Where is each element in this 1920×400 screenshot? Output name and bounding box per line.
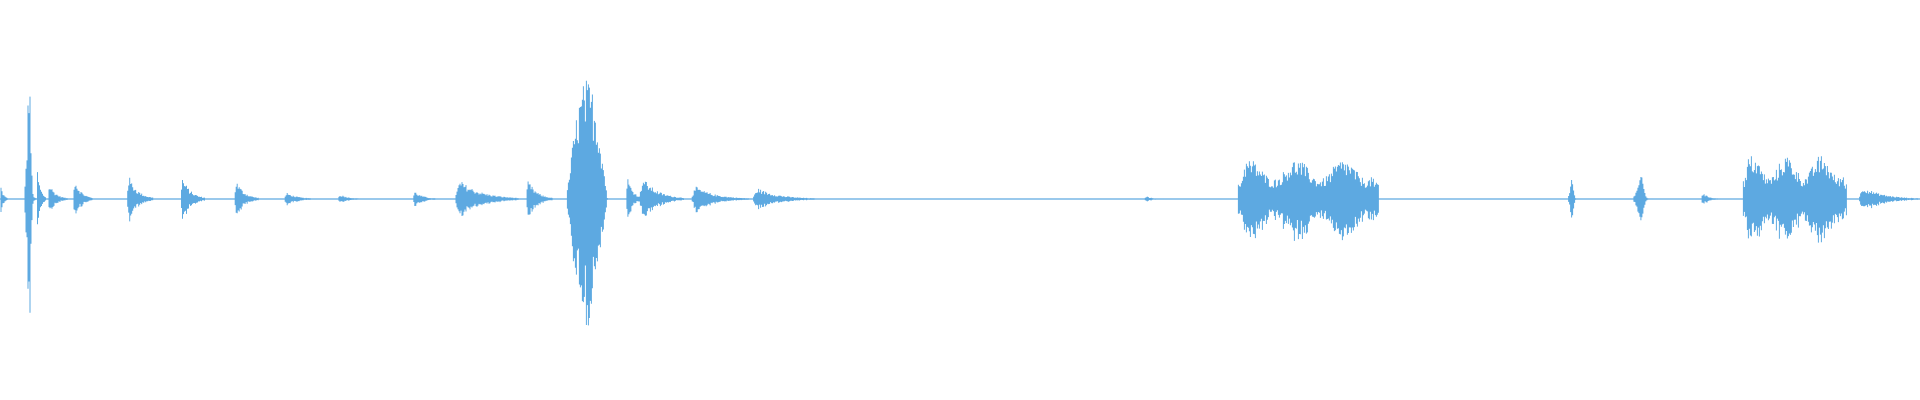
- waveform-burst: [338, 195, 365, 202]
- waveform-segment: [37, 172, 46, 225]
- waveform-burst: [1144, 196, 1164, 202]
- waveform-segment: [24, 96, 37, 313]
- waveform-segment: [1701, 194, 1721, 204]
- waveform-burst: [566, 80, 608, 326]
- waveform-segment: [1237, 161, 1379, 241]
- waveform-segment: [1859, 190, 1919, 209]
- waveform-segment: [526, 181, 553, 215]
- waveform-segment: [1144, 196, 1164, 202]
- waveform-burst: [48, 189, 68, 209]
- waveform-segment: [1742, 156, 1847, 243]
- waveform-segment: [691, 186, 749, 213]
- waveform-burst: [37, 172, 46, 225]
- waveform-burst: [526, 181, 553, 215]
- waveform-segment: [338, 195, 365, 202]
- waveform-segment: [181, 180, 205, 219]
- waveform-burst: [413, 192, 438, 206]
- waveform-burst: [1859, 190, 1919, 209]
- waveform-segment: [234, 183, 259, 214]
- waveform-segment: [284, 193, 317, 206]
- waveform-burst: [639, 181, 684, 216]
- waveform-segment: [1633, 177, 1654, 221]
- waveform-burst: [234, 183, 259, 214]
- waveform-burst: [181, 180, 205, 219]
- waveform-segment: [1568, 180, 1579, 218]
- waveform-segment: [566, 80, 608, 326]
- waveform-burst: [0, 187, 8, 212]
- waveform-burst: [1237, 161, 1379, 241]
- waveform-burst: [284, 193, 317, 206]
- waveform-burst: [127, 177, 154, 222]
- waveform-segment: [48, 189, 68, 209]
- waveform-segment: [127, 177, 154, 222]
- waveform-burst: [1568, 180, 1579, 218]
- waveform-burst: [691, 186, 749, 213]
- waveform-segment: [639, 181, 684, 216]
- waveform-burst: [1633, 177, 1654, 221]
- waveform-burst: [24, 96, 37, 313]
- waveform-burst: [455, 182, 519, 216]
- waveform-burst: [753, 188, 817, 210]
- waveform-burst: [73, 185, 93, 214]
- waveform-burst: [1742, 156, 1847, 243]
- waveform-segment: [413, 192, 438, 206]
- waveform-segment: [455, 182, 519, 216]
- waveform-segment: [73, 185, 93, 214]
- waveform-segment: [753, 188, 817, 210]
- waveform-segment: [0, 187, 8, 212]
- waveform-burst: [1701, 194, 1721, 204]
